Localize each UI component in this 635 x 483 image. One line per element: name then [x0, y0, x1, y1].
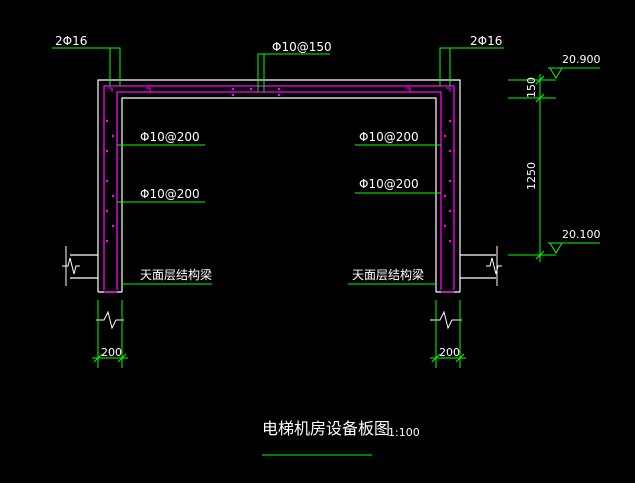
left-wall-rebar-label-1: Φ10@200: [140, 130, 200, 144]
right-wall-rebar-label-2: Φ10@200: [359, 177, 419, 191]
right-wall-rebar-label-1: Φ10@200: [359, 130, 419, 144]
rebar-dots: [106, 88, 451, 242]
top-left-rebar-label: 2Φ16: [55, 34, 87, 48]
left-beam-note: 天面层结构梁: [140, 267, 212, 282]
drawing-scale: 1:100: [388, 426, 420, 439]
left-wall-rebar-label-2: Φ10@200: [140, 187, 200, 201]
elevation-bottom: 20.100: [562, 228, 601, 241]
dim-upper: 150: [525, 77, 538, 98]
top-right-rebar-label: 2Φ16: [470, 34, 502, 48]
elevation-top: 20.900: [562, 53, 601, 66]
top-slab-rebar-label: Φ10@150: [272, 40, 332, 54]
rebar-lines: [103, 85, 455, 293]
rebar-corner-hooks: [108, 87, 451, 92]
left-width-dim: 200: [101, 346, 122, 359]
dim-lower: 1250: [525, 162, 538, 190]
break-symbols: [62, 246, 502, 330]
right-width-dim: 200: [439, 346, 460, 359]
drawing-title: 电梯机房设备板图: [262, 419, 390, 438]
leader-lines: [52, 47, 600, 456]
right-beam-note: 天面层结构梁: [352, 267, 424, 282]
concrete-outline: [70, 79, 496, 293]
